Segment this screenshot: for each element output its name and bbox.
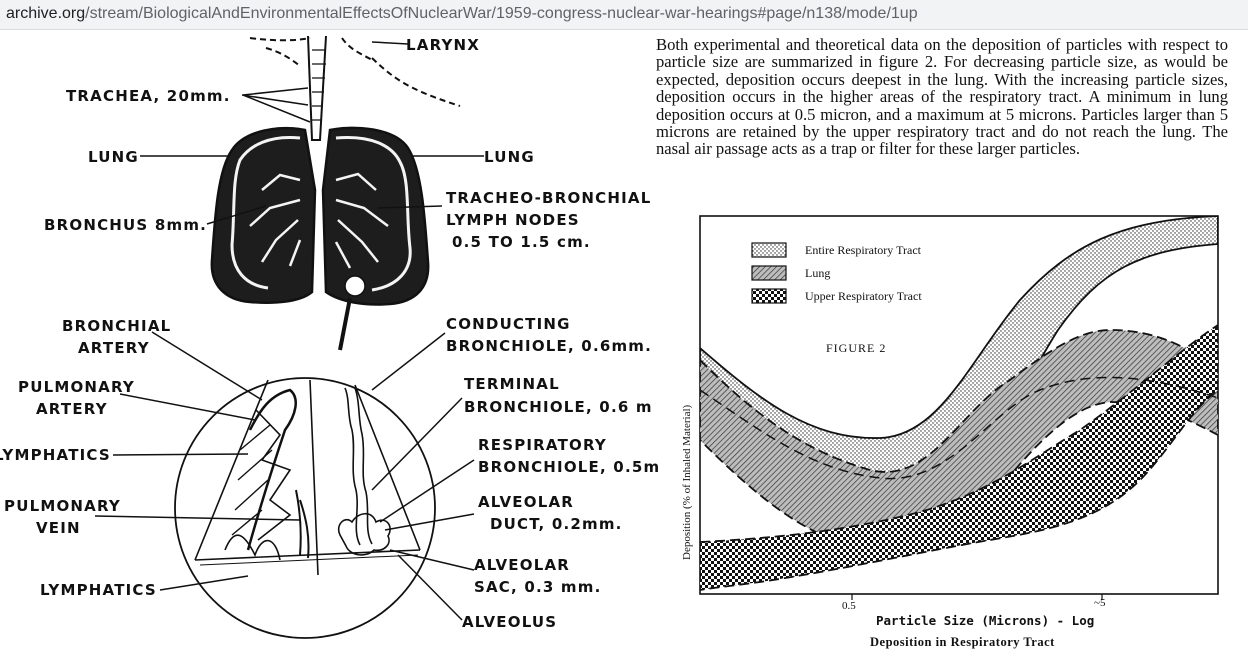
label-lung-left: LUNG [88,148,139,166]
legend-swatch-entire [751,242,787,258]
x-tick-05: 0.5 [842,600,856,612]
legend-entire: Entire Respiratory Tract [805,243,921,257]
label-conducting-2: BRONCHIOLE, 0.6mm. [446,337,653,355]
label-alveolar-duct-2: DUCT, 0.2mm. [490,515,623,533]
url-host: archive.org [6,5,86,22]
label-alveolar-sac-1: ALVEOLAR [474,556,571,574]
label-respiratory-2: BRONCHIOLE, 0.5m [478,458,661,476]
figure-label: FIGURE 2 [826,341,887,355]
label-pulmonary-artery-2: ARTERY [36,400,108,418]
x-tick-5: ~5 [1094,597,1106,609]
y-axis-label: Deposition (% of Inhaled Material) [681,404,693,560]
label-alveolar-sac-2: SAC, 0.3 mm. [474,578,602,596]
label-alveolus: ALVEOLUS [462,613,558,631]
label-lymphatics-top: LYMPHATICS [0,446,111,464]
x-axis-label: Particle Size (Microns) - Log [876,613,1095,628]
label-lymphatics-bottom: LYMPHATICS [40,581,157,599]
label-pulmonary-vein-2: VEIN [36,519,81,537]
respiratory-anatomy-diagram [94,35,484,639]
legend-swatch-upper [751,288,787,304]
label-terminal-2: BRONCHIOLE, 0.6 m [464,398,653,416]
label-tracheo-1: TRACHEO-BRONCHIAL [446,189,652,207]
page-scan [94,35,1219,639]
label-trachea: TRACHEA, 20mm. [66,87,231,105]
label-lung-right: LUNG [484,148,535,166]
label-terminal-1: TERMINAL [464,375,560,393]
deposition-graph [699,215,1219,600]
label-alveolar-duct-1: ALVEOLAR [478,493,575,511]
figure-caption: Deposition in Respiratory Tract [870,635,1055,649]
legend-upper: Upper Respiratory Tract [805,289,922,303]
label-bronchial-artery-2: ARTERY [78,339,150,357]
label-respiratory-1: RESPIRATORY [478,436,607,454]
body-paragraph: Both experimental and theoretical data o… [656,35,1228,159]
label-larynx: LARYNX [406,36,481,54]
label-pulmonary-vein-1: PULMONARY [4,497,121,515]
legend-lung: Lung [805,266,831,280]
label-conducting-1: CONDUCTING [446,315,571,333]
book-page: LARYNX TRACHEA, 20mm. LUNG LUNG BRONCHUS… [0,30,1248,665]
legend-swatch-lung [751,265,787,281]
url-text[interactable]: archive.org/stream/BiologicalAndEnvironm… [6,5,918,23]
label-bronchus: BRONCHUS 8mm. [44,216,208,234]
label-pulmonary-artery-1: PULMONARY [18,378,135,396]
label-tracheo-3: 0.5 TO 1.5 cm. [452,233,591,251]
label-tracheo-2: LYMPH NODES [446,211,580,229]
label-bronchial-artery-1: BRONCHIAL [62,317,172,335]
url-path: /stream/BiologicalAndEnvironmentalEffect… [85,5,918,22]
address-bar[interactable]: archive.org/stream/BiologicalAndEnvironm… [0,0,1248,30]
